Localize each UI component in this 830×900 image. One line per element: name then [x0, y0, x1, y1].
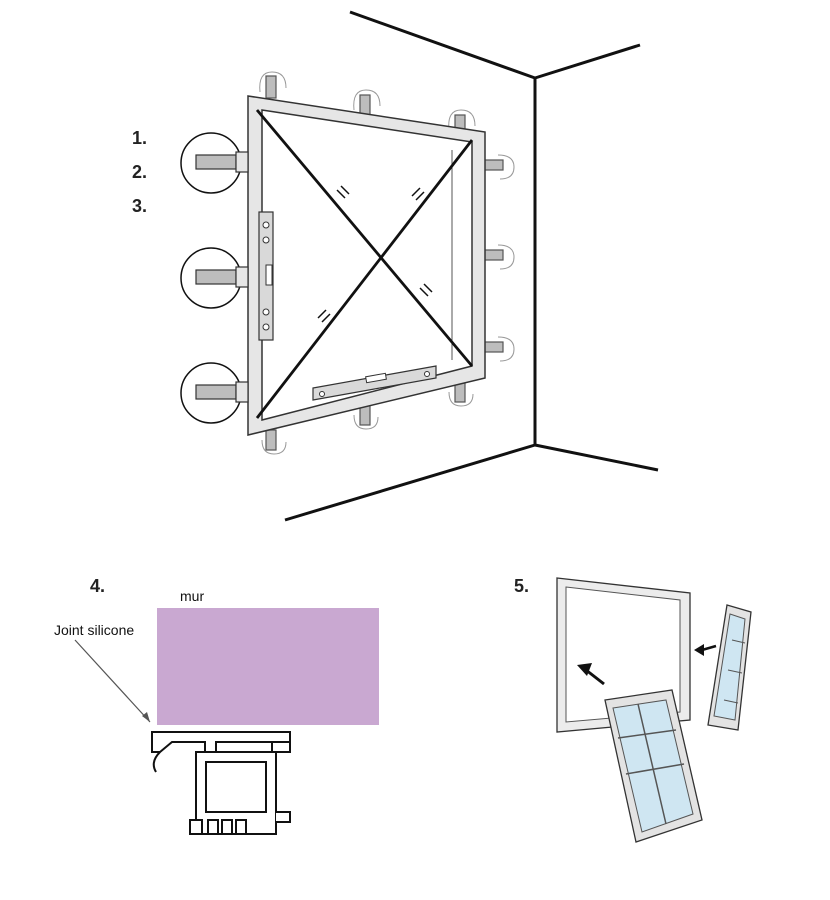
step-1-label: 1.: [132, 128, 148, 148]
step-4-label: 4.: [90, 576, 106, 596]
joint-pointer-arrow: [74, 639, 151, 723]
spirit-level: [312, 365, 437, 401]
wall-corner-lines: [284, 10, 659, 522]
step5-arrows: [577, 644, 717, 686]
joint-label: Joint silicone: [54, 622, 135, 638]
step-5-label: 5.: [514, 576, 530, 596]
lug-outlines: [259, 71, 515, 455]
joint-arrow-head: [142, 712, 150, 722]
step-2-label: 2.: [132, 162, 148, 182]
diagonal-lines: [255, 109, 474, 419]
step-3-label: 3.: [132, 196, 148, 216]
wall-label: mur: [180, 588, 205, 604]
step5-sash-large: [604, 689, 703, 843]
equal-marks: [317, 185, 433, 323]
hinge-plate: [258, 211, 274, 341]
profile-section: [151, 731, 291, 835]
detail-lugs: [195, 151, 249, 403]
step5-sash-small: [707, 604, 752, 731]
wall-block: [157, 608, 379, 725]
